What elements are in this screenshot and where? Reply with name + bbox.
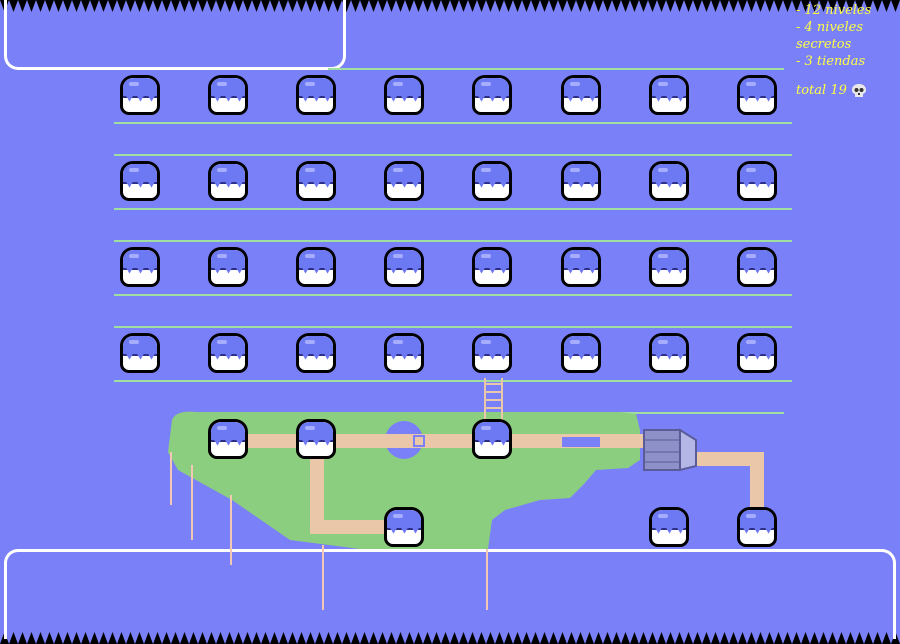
level-node-icon[interactable] — [561, 333, 601, 373]
level-node-icon[interactable] — [472, 75, 512, 115]
level-node-icon[interactable] — [384, 507, 424, 547]
level-node-icon[interactable] — [384, 333, 424, 373]
level-node-icon[interactable] — [296, 419, 336, 459]
guide-line — [114, 122, 792, 124]
path-segment — [240, 434, 500, 448]
level-node-icon[interactable] — [737, 507, 777, 547]
top-hud-frame — [4, 0, 346, 70]
level-node-icon[interactable] — [120, 161, 160, 201]
level-node-icon[interactable] — [472, 419, 512, 459]
legend-total: total 19 — [796, 83, 847, 98]
level-node-icon[interactable] — [208, 75, 248, 115]
legend-secret-label: secretos — [796, 37, 852, 52]
level-legend: - 12 niveles - 4 niveles secretos - 3 ti… — [796, 2, 900, 99]
level-node-icon[interactable] — [561, 75, 601, 115]
stake — [170, 452, 172, 505]
path-segment — [750, 452, 764, 510]
level-node-icon[interactable] — [208, 333, 248, 373]
path-segment — [310, 448, 324, 534]
stake — [191, 465, 193, 540]
level-node-icon[interactable] — [384, 247, 424, 287]
stake — [486, 549, 488, 610]
level-node-icon[interactable] — [120, 75, 160, 115]
level-node-icon[interactable] — [649, 161, 689, 201]
guide-line — [114, 294, 792, 296]
level-node-icon[interactable] — [296, 161, 336, 201]
stake — [322, 545, 324, 610]
skull-icon — [851, 83, 866, 97]
level-node-icon[interactable] — [737, 161, 777, 201]
water-channel — [562, 437, 600, 447]
level-node-icon[interactable] — [120, 333, 160, 373]
level-node-icon[interactable] — [208, 161, 248, 201]
guide-line — [620, 412, 784, 414]
guide-line — [114, 208, 792, 210]
level-node-icon[interactable] — [561, 247, 601, 287]
level-node-icon[interactable] — [649, 333, 689, 373]
path-segment — [696, 452, 764, 466]
guide-line — [114, 240, 792, 242]
bottom-hud-frame — [4, 549, 896, 639]
level-node-icon[interactable] — [296, 333, 336, 373]
level-node-icon[interactable] — [472, 247, 512, 287]
level-node-icon[interactable] — [384, 161, 424, 201]
level-node-icon[interactable] — [737, 75, 777, 115]
path-marker — [413, 435, 425, 447]
gate-icon — [643, 428, 697, 472]
level-node-icon[interactable] — [561, 161, 601, 201]
legend-levels: - 12 niveles — [796, 3, 872, 18]
level-node-icon[interactable] — [120, 247, 160, 287]
level-node-icon[interactable] — [649, 507, 689, 547]
level-node-icon[interactable] — [649, 75, 689, 115]
level-node-icon[interactable] — [208, 247, 248, 287]
level-node-icon[interactable] — [296, 247, 336, 287]
guide-line — [114, 326, 792, 328]
level-node-icon[interactable] — [208, 419, 248, 459]
guide-line — [328, 68, 784, 70]
level-node-icon[interactable] — [472, 333, 512, 373]
level-node-icon[interactable] — [649, 247, 689, 287]
ladder-icon — [484, 378, 503, 420]
level-node-icon[interactable] — [296, 75, 336, 115]
legend-secret-levels: - 4 niveles — [796, 20, 864, 35]
guide-line — [114, 154, 792, 156]
path-segment — [310, 520, 404, 534]
level-node-icon[interactable] — [737, 247, 777, 287]
legend-total-row: total 19 — [796, 82, 900, 99]
stake — [230, 495, 232, 565]
island-stakes — [170, 452, 488, 610]
level-node-icon[interactable] — [384, 75, 424, 115]
legend-shops: - 3 tiendas — [796, 54, 866, 69]
level-node-icon[interactable] — [737, 333, 777, 373]
guide-line — [114, 380, 792, 382]
level-node-icon[interactable] — [472, 161, 512, 201]
